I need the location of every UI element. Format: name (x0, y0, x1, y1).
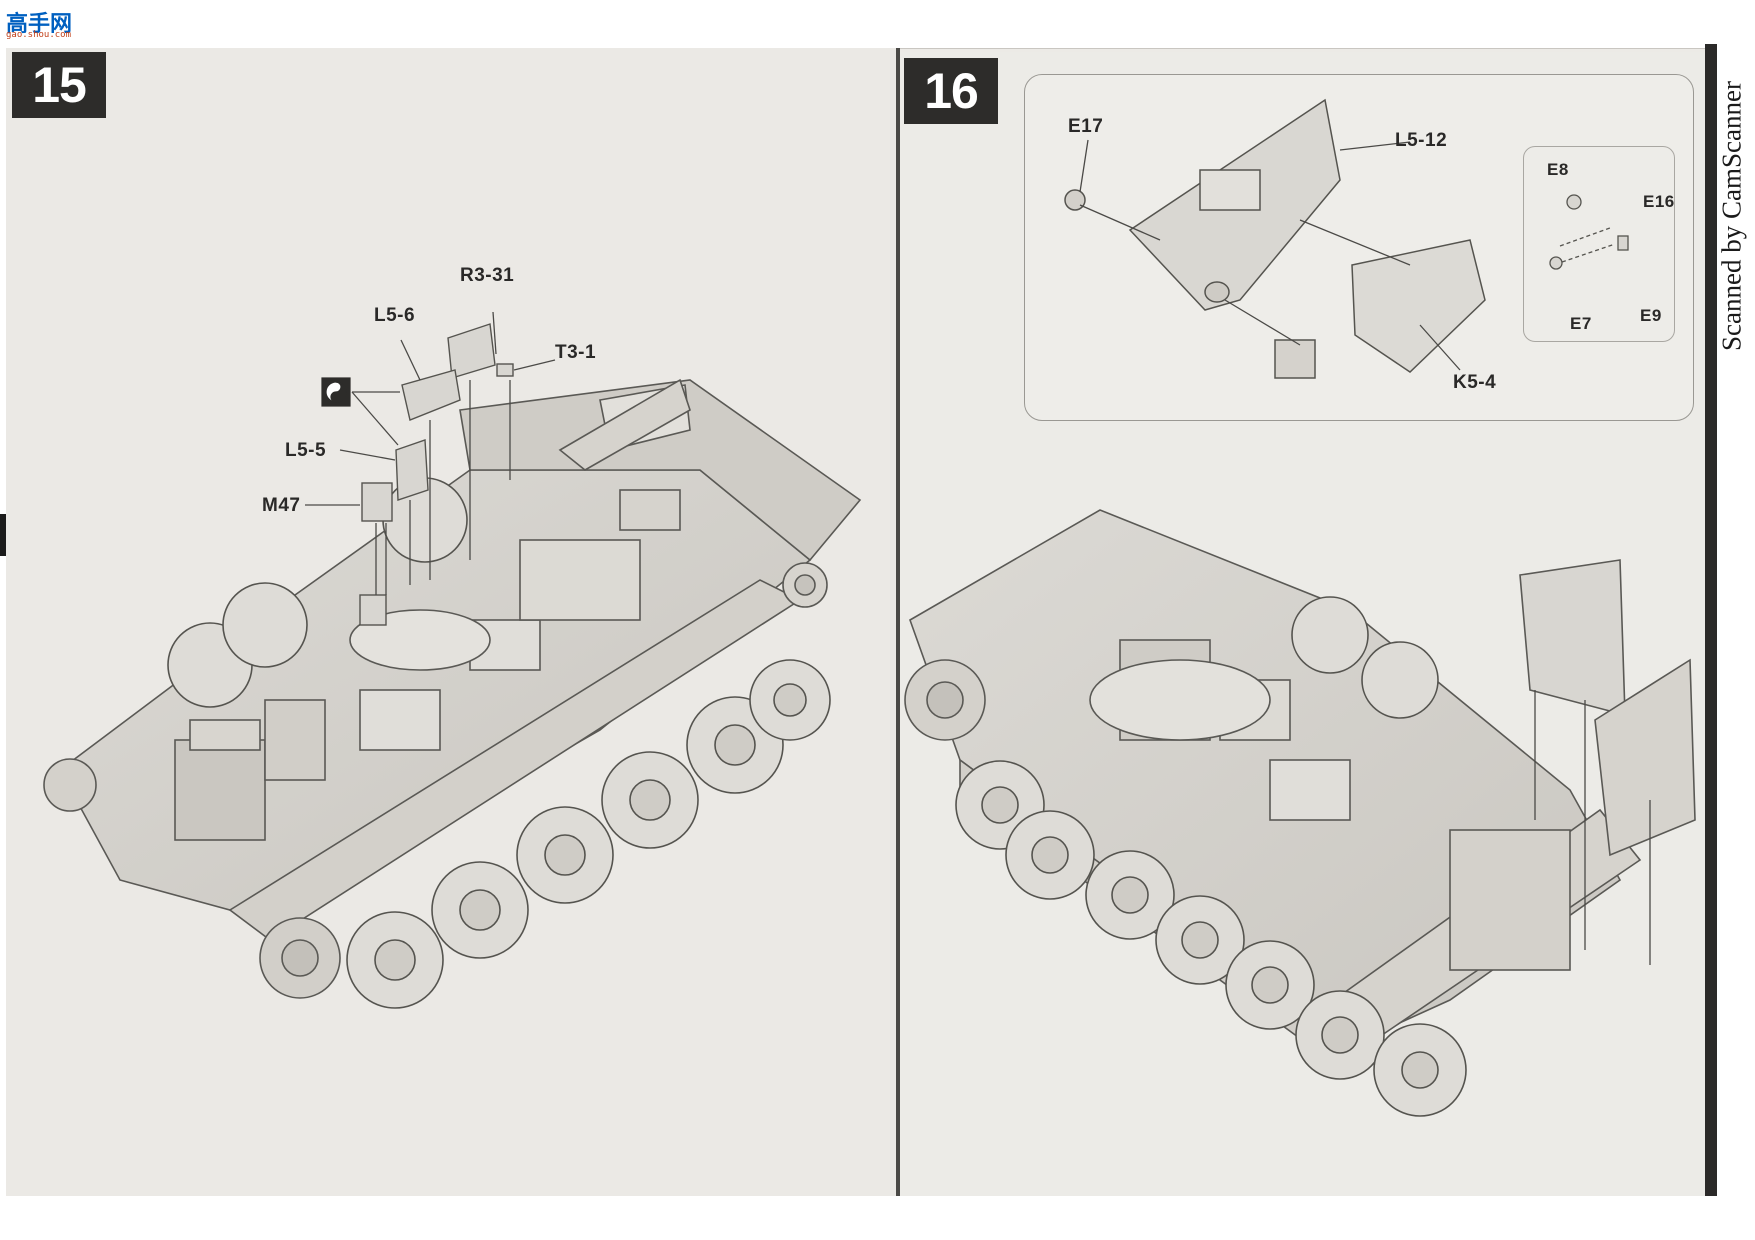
step16-detail-parts (1549, 194, 1629, 270)
part-k5-4 (1351, 239, 1486, 373)
part-t3-1 (496, 363, 514, 377)
label-e17: E17 (1068, 116, 1104, 137)
step15-road-wheels (167, 477, 831, 1009)
label-k5-4: K5-4 (1453, 372, 1497, 393)
part-l5-6 (401, 369, 461, 421)
step16-rear-plate-drawing (1064, 98, 1486, 379)
scanner-watermark: Scanned by CamScanner (1716, 56, 1747, 376)
label-t3-1: T3-1 (555, 342, 597, 363)
step16-leader-lines-lower (1534, 690, 1651, 965)
step16-leader-lines (1079, 139, 1461, 371)
watermark-logo: 高手网 (6, 12, 73, 37)
label-m47: M47 (262, 495, 301, 516)
label-e7: E7 (1570, 314, 1592, 333)
step15-parts (359, 323, 514, 626)
label-l5-5: L5-5 (285, 440, 327, 461)
step16-road-wheels (955, 596, 1467, 1117)
watermark-site: gao.shou.com (6, 30, 72, 40)
part-l5-5 (395, 439, 429, 501)
label-e9: E9 (1640, 306, 1662, 325)
step-number-16: 16 (904, 58, 998, 124)
left-edge-mark (0, 514, 6, 556)
part-e17 (1064, 189, 1086, 211)
label-l5-6: L5-6 (374, 305, 416, 326)
booklet-spine (896, 48, 900, 1196)
site-watermark: 高手网 gao.shou.com (0, 0, 80, 44)
label-l5-12: L5-12 (1395, 130, 1448, 151)
detail-panel (1523, 146, 1675, 342)
scanner-text: Scanned by CamScanner (1716, 81, 1747, 351)
label-e8: E8 (1547, 160, 1569, 179)
step15-leader-lines (305, 311, 556, 595)
part-r3-31 (447, 323, 496, 379)
yin-yang-icon (321, 377, 351, 407)
label-e16: E16 (1643, 192, 1675, 211)
label-r3-31: R3-31 (460, 265, 515, 286)
step15-hull-drawing (43, 378, 862, 999)
part-m47 (361, 482, 393, 522)
step-number-15: 15 (12, 52, 106, 118)
page-edge (1705, 44, 1717, 1196)
